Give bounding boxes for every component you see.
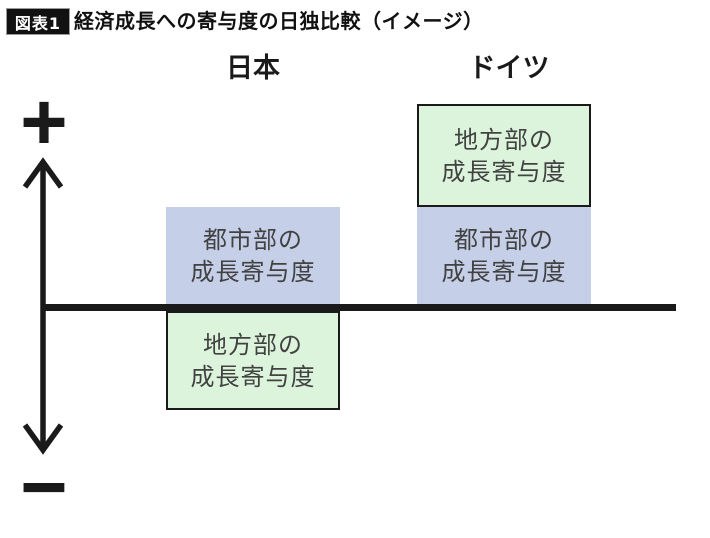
germany-urban-contribution-box: 都市部の 成長寄与度 <box>417 207 591 304</box>
japan-urban-contribution-box: 都市部の 成長寄与度 <box>166 207 340 304</box>
japan-urban-contribution-label: 都市部の 成長寄与度 <box>190 225 316 286</box>
germany-rural-contribution-box: 地方部の 成長寄与度 <box>417 104 591 207</box>
plus-sign-label: + <box>17 84 71 157</box>
minus-sign-label: − <box>17 449 71 522</box>
japan-rural-contribution-box: 地方部の 成長寄与度 <box>166 311 340 410</box>
zero-baseline <box>43 304 676 311</box>
figure-number-badge: 図表1 <box>7 9 69 34</box>
germany-rural-contribution-label: 地方部の 成長寄与度 <box>441 125 567 186</box>
germany-urban-contribution-label: 都市部の 成長寄与度 <box>441 225 567 286</box>
japan-rural-contribution-label: 地方部の 成長寄与度 <box>190 330 316 391</box>
column-header-japan: 日本 <box>226 53 280 84</box>
figure-title: 経済成長への寄与度の日独比較（イメージ） <box>74 9 484 33</box>
column-header-germany: ドイツ <box>468 53 550 84</box>
